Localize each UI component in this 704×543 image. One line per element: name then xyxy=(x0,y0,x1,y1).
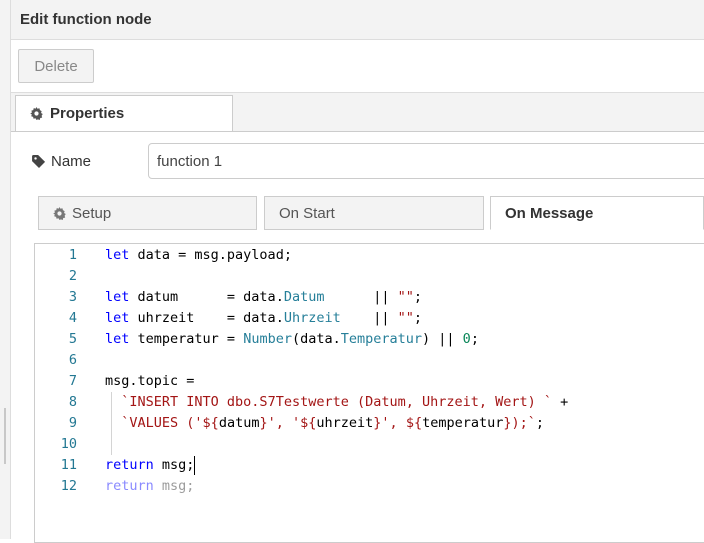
code-line: 8 `INSERT INTO dbo.S7Testwerte (Datum, U… xyxy=(35,392,704,413)
code-line: 9 `VALUES ('${datum}', '${uhrzeit}', ${t… xyxy=(35,413,704,434)
code-line: 1 let data = msg.payload; xyxy=(35,245,704,266)
code-text: let data = msg.payload; xyxy=(105,247,292,263)
line-number: 2 xyxy=(68,268,77,284)
line-number: 3 xyxy=(68,289,77,305)
code-line: 12 return msg; xyxy=(35,476,704,497)
code-text: return msg; xyxy=(105,457,195,473)
code-line: 4 let uhrzeit = data.Uhrzeit || ""; xyxy=(35,308,704,329)
code-text: let uhrzeit = data.Uhrzeit || ""; xyxy=(105,310,423,326)
code-line: 3 let datum = data.Datum || ""; xyxy=(35,287,704,308)
line-number: 5 xyxy=(68,331,77,347)
code-text: return msg; xyxy=(105,478,195,494)
line-number: 11 xyxy=(60,457,77,473)
code-text: let datum = data.Datum || ""; xyxy=(105,289,423,305)
tray-toolbar: Delete xyxy=(11,40,704,93)
code-line: 6 xyxy=(35,350,704,371)
tray-tabbar: Properties xyxy=(11,93,704,132)
name-label: Name xyxy=(32,143,91,179)
code-line: 7 msg.topic = xyxy=(35,371,704,392)
tag-icon xyxy=(32,154,46,168)
sidebar-resize-handle[interactable] xyxy=(0,0,11,539)
line-number: 4 xyxy=(68,310,77,326)
tray-title: Edit function node xyxy=(20,11,152,28)
tab-properties-label: Properties xyxy=(50,105,125,122)
tab-on-message-label: On Message xyxy=(505,204,594,222)
code-line: 10 xyxy=(35,434,704,455)
code-text: `INSERT INTO dbo.S7Testwerte (Datum, Uhr… xyxy=(121,394,569,410)
line-number: 1 xyxy=(68,247,77,263)
code-line: 2 xyxy=(35,266,704,287)
name-row: Name xyxy=(32,143,704,179)
code-text: msg.topic = xyxy=(105,373,195,389)
line-number: 10 xyxy=(60,436,77,452)
code-editor[interactable]: 1 let data = msg.payload; 2 3 let datum = da… xyxy=(34,243,704,543)
tab-setup-label: Setup xyxy=(72,204,112,222)
tab-setup[interactable]: Setup xyxy=(38,196,257,230)
code-line: 5 let temperatur = Number(data.Temperatur… xyxy=(35,329,704,350)
tray-header: Edit function node xyxy=(11,0,704,40)
gear-icon xyxy=(30,107,43,120)
line-number: 9 xyxy=(68,415,77,431)
line-number: 12 xyxy=(60,478,77,494)
tab-properties[interactable]: Properties xyxy=(15,95,233,131)
line-number: 6 xyxy=(68,352,77,368)
text-cursor xyxy=(194,456,196,475)
line-number: 7 xyxy=(68,373,77,389)
name-label-text: Name xyxy=(51,152,92,170)
tab-on-start[interactable]: On Start xyxy=(264,196,484,230)
name-input[interactable] xyxy=(148,143,704,179)
resize-grip-icon xyxy=(4,408,6,464)
delete-button[interactable]: Delete xyxy=(18,49,94,83)
line-number: 8 xyxy=(68,394,77,410)
code-text: `VALUES ('${datum}', '${uhrzeit}', ${tem… xyxy=(121,415,545,431)
code-text: let temperatur = Number(data.Temperatur)… xyxy=(105,331,479,347)
tab-on-start-label: On Start xyxy=(279,204,335,222)
indent-guide xyxy=(111,392,112,455)
gear-icon xyxy=(53,206,66,220)
code-line: 11 return msg; xyxy=(35,455,704,476)
tab-on-message[interactable]: On Message xyxy=(490,196,704,230)
